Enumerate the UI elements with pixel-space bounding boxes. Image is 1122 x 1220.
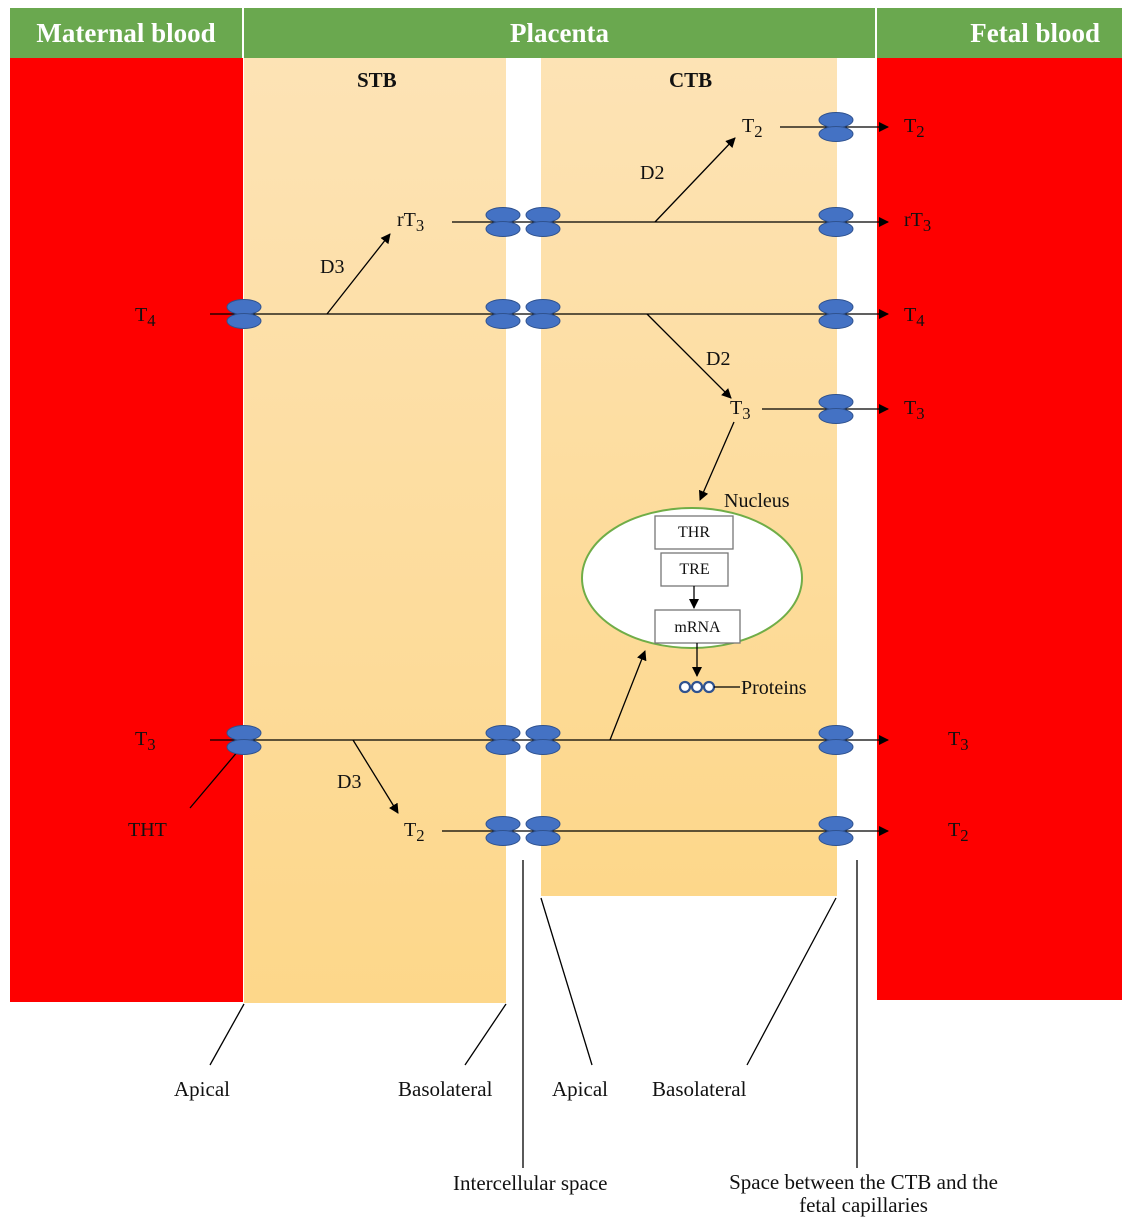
t4-fetal-label: T4 xyxy=(904,304,925,330)
t3-to-mrna-arrow xyxy=(609,650,647,741)
t3-sub: 3 xyxy=(147,735,156,754)
maternal-blood-region xyxy=(10,58,243,1002)
rt3-sub: 3 xyxy=(922,216,932,235)
stb-region xyxy=(244,58,506,1003)
apical-stb-label: Apical xyxy=(174,1077,230,1101)
placenta-header: Placenta xyxy=(244,8,876,58)
t3-sub: 3 xyxy=(916,404,925,423)
t4-maternal-label: T4 xyxy=(135,304,156,330)
basolateral-stb-pointer xyxy=(464,1003,507,1066)
proteins-label: Proteins xyxy=(741,677,807,699)
maternal-blood-title: Maternal blood xyxy=(36,17,216,48)
d3-upper-label: D3 xyxy=(320,256,345,278)
rt3-stb-label: rT3 xyxy=(397,209,425,235)
t2-fetal-label: T2 xyxy=(904,115,925,141)
t4-sub: 4 xyxy=(147,311,156,330)
rt3-fetal-label: rT3 xyxy=(904,209,932,235)
t2-stb-label: T2 xyxy=(404,819,425,845)
d2-lower-label: D2 xyxy=(706,348,731,370)
stb-label: STB xyxy=(357,68,397,92)
mrna-box xyxy=(654,609,741,644)
thr-box xyxy=(654,515,734,550)
t4-sub: 4 xyxy=(916,311,925,330)
tht-pointer xyxy=(189,743,245,809)
d3-lower-label: D3 xyxy=(337,771,362,793)
fetal-blood-title: Fetal blood xyxy=(970,17,1100,48)
apical-ctb-label: Apical xyxy=(552,1077,608,1101)
t2-ctb-label: T2 xyxy=(742,115,763,141)
fetal-space-line2: fetal capillaries xyxy=(799,1193,928,1217)
rt3-sub: 3 xyxy=(415,216,425,235)
t3-fetal-upper-label: T3 xyxy=(904,397,925,423)
d2-arrow-t2 xyxy=(654,137,736,223)
apical-stb-pointer xyxy=(209,1003,245,1066)
ctb-region xyxy=(541,58,837,896)
d3-arrow-t2 xyxy=(352,739,399,814)
d3-arrow-rt3 xyxy=(326,233,391,315)
t2-sub: 2 xyxy=(416,826,425,845)
fetal-space-line1: Space between the CTB and the xyxy=(729,1170,998,1194)
t3-fetal-lower-label: T3 xyxy=(948,728,969,754)
intercellular-space-label: Intercellular space xyxy=(453,1171,608,1195)
t2-fetal-lower-label: T2 xyxy=(948,819,969,845)
tre-label: TRE xyxy=(679,561,710,578)
t3-maternal-label: T3 xyxy=(135,728,156,754)
t2-sub: 2 xyxy=(916,122,925,141)
placenta-title: Placenta xyxy=(510,17,609,48)
basolateral-ctb-pointer xyxy=(746,897,837,1066)
fetal-blood-header: Fetal blood xyxy=(877,8,1122,58)
apical-ctb-pointer xyxy=(540,897,593,1066)
maternal-blood-header: Maternal blood xyxy=(10,8,243,58)
tre-box xyxy=(660,552,729,587)
t2-sub: 2 xyxy=(960,826,969,845)
basolateral-ctb-label: Basolateral xyxy=(652,1077,747,1101)
t3-ctb-label: T3 xyxy=(730,397,751,423)
mrna-label: mRNA xyxy=(674,619,721,636)
protein-chain xyxy=(678,680,716,694)
t3-sub: 3 xyxy=(742,404,751,423)
thr-label: THR xyxy=(678,524,710,541)
t3-sub: 3 xyxy=(960,735,969,754)
t3-to-nucleus-arrow xyxy=(699,421,735,501)
fetal-space-label: Space between the CTB and the fetal capi… xyxy=(711,1171,1016,1217)
basolateral-stb-label: Basolateral xyxy=(398,1077,493,1101)
d2-upper-label: D2 xyxy=(640,162,665,184)
fetal-blood-region xyxy=(877,58,1122,1000)
d2-arrow-t3 xyxy=(646,313,732,399)
nucleus-label: Nucleus xyxy=(724,490,790,512)
ctb-label: CTB xyxy=(669,68,713,92)
tht-label: THT xyxy=(128,819,167,841)
t2-sub: 2 xyxy=(754,122,763,141)
